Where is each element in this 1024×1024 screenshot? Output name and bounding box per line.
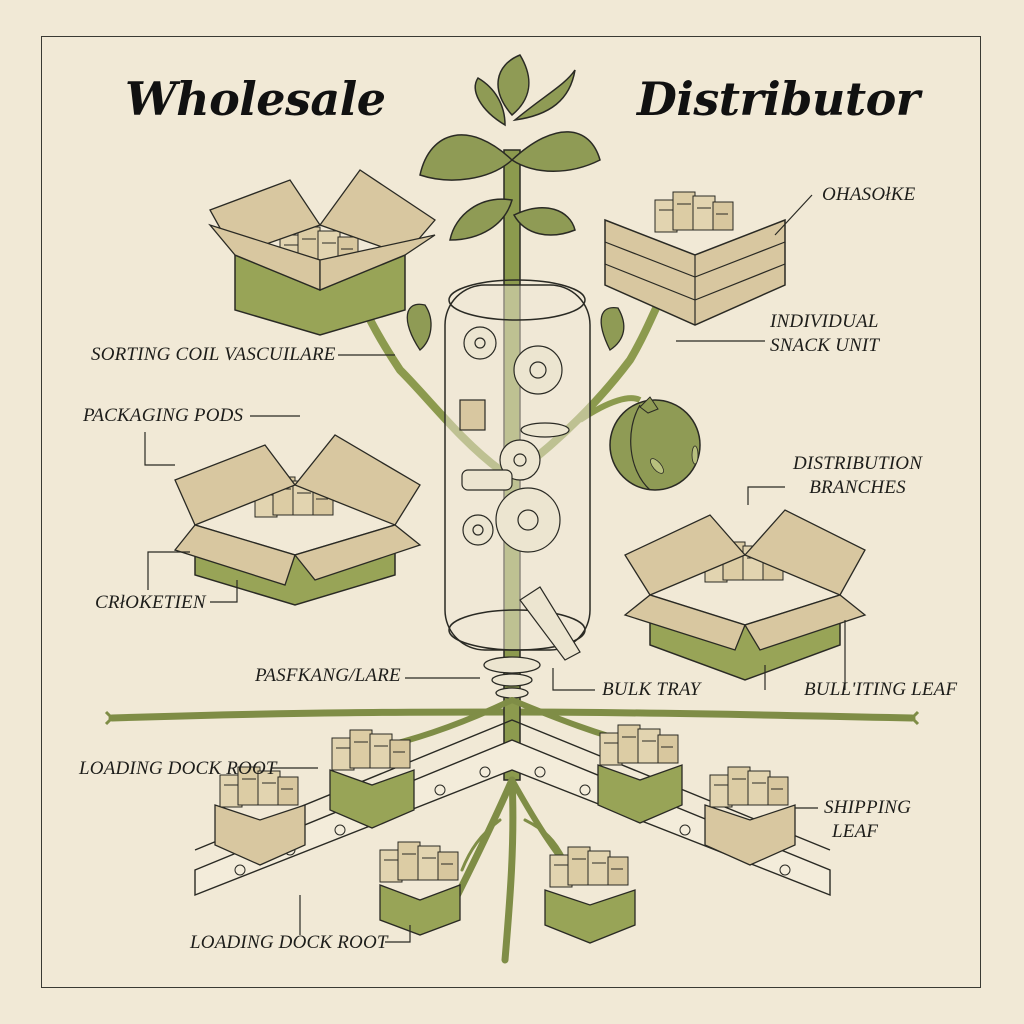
label-line-1: SHIPPING [824, 797, 912, 818]
label-packaging-pods: PACKAGING PODS [83, 405, 244, 426]
box-top-left [208, 169, 436, 336]
label-pasfkangulare: PASFKANG/LARE [255, 665, 401, 686]
label-line-2: BRANCHES [809, 477, 906, 498]
label-bullting-leaf: BULL'ITING LEAF [804, 679, 958, 700]
label-line-2: LEAF [832, 821, 879, 842]
label-individual-snack-unit: INDIVIDUAL SNACK UNIT [770, 310, 879, 358]
conveyor-box-3 [597, 724, 683, 824]
leader-lines [144, 194, 846, 943]
label-line-2: SNACK UNIT [770, 335, 880, 356]
fruit [609, 396, 701, 491]
label-sorting-coil: SORTING COIL VASCUILARE [91, 344, 336, 365]
gears-and-pulleys [459, 326, 581, 661]
label-bulk-tray: BULK TRAY [602, 679, 701, 700]
label-distribution-branches: DISTRIBUTION BRANCHES [793, 452, 922, 500]
crate-top-right [604, 191, 786, 326]
title-right: Distributor [637, 72, 920, 126]
label-shipping-leaf: SHIPPING LEAF [824, 796, 911, 844]
conveyor-box-4 [704, 766, 796, 866]
conveyor-box-1 [214, 766, 306, 866]
stem-base [483, 656, 541, 699]
conveyor-box-6 [544, 846, 636, 944]
label-crioketien: CRłOKETIEN [95, 592, 206, 613]
conveyor-box-2 [329, 729, 415, 829]
conveyor-box-5 [379, 841, 461, 936]
box-mid-left [173, 434, 422, 606]
title-left: Wholesale [125, 72, 386, 126]
border-frame [41, 36, 981, 988]
label-line-1: INDIVIDUAL [770, 311, 879, 332]
label-loading-dock-root-bottom: LOADING DOCK ROOT [190, 932, 388, 953]
label-loading-dock-root-top: LOADING DOCK ROOT [79, 758, 277, 779]
box-mid-right [623, 509, 867, 681]
label-top-right-crate: OHASOłKE [822, 184, 916, 205]
top-leaves [419, 54, 601, 241]
label-line-1: DISTRIBUTION [793, 453, 923, 474]
